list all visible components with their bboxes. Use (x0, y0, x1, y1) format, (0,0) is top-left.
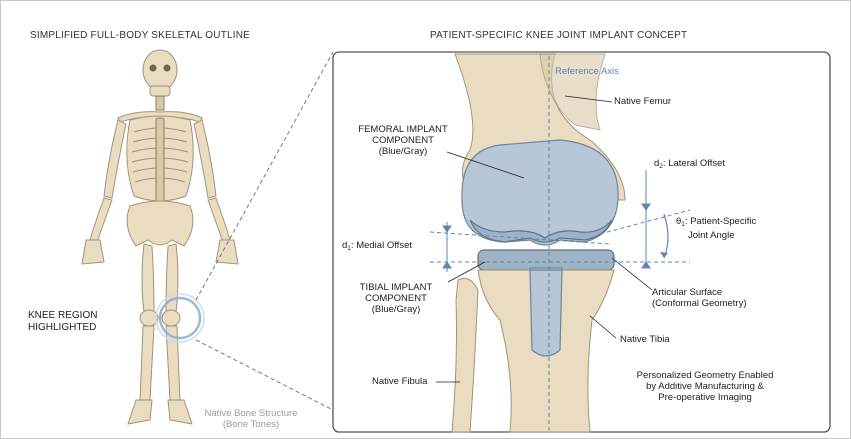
native-bone-line-1: Native Bone Structure (196, 408, 306, 419)
medial-offset-text: : Medial Offset (351, 240, 412, 251)
medial-offset-label: d1: Medial Offset (342, 240, 412, 254)
reference-axis-label: Reference Axis (555, 66, 619, 77)
native-fibula-label: Native Fibula (372, 376, 427, 387)
lateral-offset-text: : Lateral Offset (663, 158, 725, 169)
articular-line-1: Articular Surface (652, 287, 747, 298)
native-femur-label: Native Femur (614, 96, 671, 107)
knee-region-line-2: HIGHLIGHTED (28, 322, 97, 334)
femoral-line-3: (Blue/Gray) (348, 146, 458, 157)
knee-region-line-1: KNEE REGION (28, 310, 97, 322)
note-line-1: Personalized Geometry Enabled (610, 370, 800, 381)
right-panel-title: PATIENT-SPECIFIC KNEE JOINT IMPLANT CONC… (430, 30, 687, 41)
tibial-line-3: (Blue/Gray) (340, 304, 452, 315)
joint-angle-text: : Patient-Specific (685, 216, 756, 227)
zoom-connector-top (196, 52, 333, 300)
femoral-line-1: FEMORAL IMPLANT (348, 124, 458, 135)
knee-region-label: KNEE REGION HIGHLIGHTED (28, 310, 97, 334)
femoral-line-2: COMPONENT (348, 135, 458, 146)
native-tibia-label: Native Tibia (620, 334, 670, 345)
joint-angle-label: θ1: Patient-Specific Joint Angle (676, 216, 756, 241)
tibial-line-2: COMPONENT (340, 293, 452, 304)
tibial-line-1: TIBIAL IMPLANT (340, 282, 452, 293)
note-line-2: by Additive Manufacturing & (610, 381, 800, 392)
femoral-component-label: FEMORAL IMPLANT COMPONENT (Blue/Gray) (348, 124, 458, 157)
articular-line-2: (Conformal Geometry) (652, 298, 747, 309)
left-panel-title: SIMPLIFIED FULL-BODY SKELETAL OUTLINE (30, 30, 250, 41)
personalized-geometry-note: Personalized Geometry Enabled by Additiv… (610, 370, 800, 403)
native-bone-line-2: (Bone Tones) (196, 419, 306, 430)
articular-surface-label: Articular Surface (Conformal Geometry) (652, 287, 747, 309)
zoom-connector-bottom (196, 340, 333, 410)
native-bone-structure-label: Native Bone Structure (Bone Tones) (196, 408, 306, 430)
tibial-component-label: TIBIAL IMPLANT COMPONENT (Blue/Gray) (340, 282, 452, 315)
joint-angle-text-2: Joint Angle (676, 230, 756, 241)
note-line-3: Pre-operative Imaging (610, 392, 800, 403)
skeleton-figure (82, 50, 238, 424)
lateral-offset-label: d2: Lateral Offset (654, 158, 725, 172)
